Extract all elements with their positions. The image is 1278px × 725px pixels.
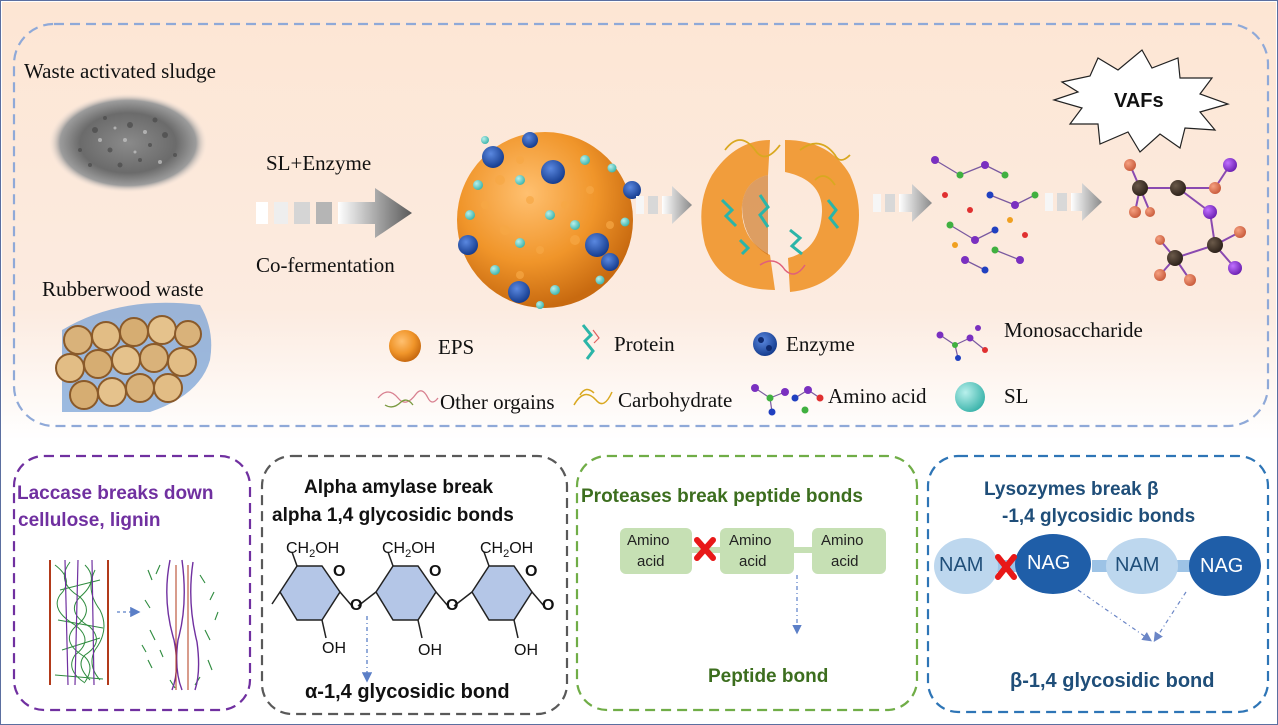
step-arrow-2 [873, 184, 932, 222]
amylase-ring-oxygen-1: O [333, 563, 346, 580]
legend-sl-icon [955, 382, 985, 412]
amylase-ring-oxygen-3: O [525, 563, 538, 580]
amylase-hydroxyl-2: OH [418, 642, 442, 659]
laccase-title-line1: Laccase breaks down [17, 483, 214, 504]
legend-monosaccharide-icon [936, 325, 988, 361]
legend-protein-label: Protein [614, 332, 675, 356]
amylase-hydroxyl-1: OH [322, 640, 346, 657]
rubberwood-label: Rubberwood waste [42, 277, 204, 301]
amylase-group-3: CH2OH [480, 540, 534, 561]
legend-carbohydrate-icon [573, 388, 613, 406]
legend-eps-label: EPS [438, 335, 475, 359]
sludge-label: Waste activated sludge [24, 59, 216, 83]
step-arrow-3 [1045, 183, 1102, 221]
legend-eps-icon [389, 330, 421, 362]
broken-eps-ring [701, 139, 859, 292]
nam-label-2: NAM [1115, 554, 1160, 576]
amino-acid-box-1 [620, 528, 692, 574]
sludge-image [48, 93, 208, 193]
amylase-title-line1: Alpha amylase break [304, 477, 494, 498]
amino-acid-1-line1: Amino [627, 532, 670, 549]
legend-sl-label: SL [1004, 384, 1029, 408]
monomer-cluster [931, 156, 1039, 274]
amylase-bridge-oxygen-1: O [350, 597, 363, 614]
amylase-panel-border [260, 454, 569, 716]
lysozyme-cut-mark [995, 554, 1017, 580]
nam-bead-2 [1106, 538, 1178, 594]
nag-label-2: NAG [1200, 555, 1244, 577]
peptide-link-2 [794, 547, 812, 553]
process-bottom-label: Co-fermentation [256, 253, 395, 277]
laccase-title-line2: cellulose, lignin [18, 510, 161, 531]
amylase-title-line2: alpha 1,4 glycosidic bonds [272, 505, 514, 526]
amylase-hydroxyl-3: OH [514, 642, 538, 659]
process-arrow [256, 188, 412, 238]
legend-monosaccharide-label: Monosaccharide [1004, 318, 1143, 342]
amylase-group-1: CH2OH [286, 540, 340, 561]
legend-enzyme-icon [753, 332, 777, 356]
legend-other-organics-icon [377, 390, 439, 408]
laccase-fiber-before [49, 559, 109, 686]
top-panel-border [12, 22, 1270, 428]
eps-sphere [457, 132, 641, 309]
amino-acid-2-line2: acid [739, 553, 767, 570]
nam-label-1: NAM [939, 554, 984, 576]
legend-enzyme-label: Enzyme [786, 332, 855, 356]
nag-bead-2 [1189, 536, 1261, 596]
nag-label-1: NAG [1027, 552, 1071, 574]
protease-title: Proteases break peptide bonds [581, 486, 863, 507]
protease-panel-border [575, 454, 919, 712]
lysozyme-bond-label: β-1,4 glycosidic bond [1010, 670, 1215, 692]
laccase-panel-border [12, 454, 252, 712]
vafs-label: VAFs [1114, 90, 1164, 112]
vafs-starburst [1051, 49, 1230, 153]
legend-amino-acid-label: Amino acid [828, 384, 927, 408]
amylase-end-oxygen: O [542, 597, 555, 614]
amylase-bridge-oxygen-2: O [446, 597, 459, 614]
amino-acid-box-2 [720, 528, 794, 574]
amylase-ring-oxygen-2: O [429, 563, 442, 580]
amylase-glucose-chain [271, 551, 545, 639]
amino-acid-1-line2: acid [637, 553, 665, 570]
amino-acid-3-line1: Amino [821, 532, 864, 549]
nag-bead-1 [1015, 534, 1091, 594]
amino-acid-2-line1: Amino [729, 532, 772, 549]
legend-amino-acid-icon [751, 384, 824, 416]
vaf-molecule [1124, 158, 1246, 286]
amino-acid-box-3 [812, 528, 886, 574]
lysozyme-title-line1: Lysozymes break β [984, 479, 1159, 500]
legend-other-organics-label: Other orgains [440, 390, 555, 414]
protease-cut-mark [694, 537, 716, 561]
legend-protein-icon [581, 324, 600, 360]
step-arrow-1 [636, 186, 692, 224]
amylase-group-2: CH2OH [382, 540, 436, 561]
lysozyme-title-line2: -1,4 glycosidic bonds [1002, 506, 1196, 527]
lysozyme-arrows [1077, 589, 1187, 643]
rubberwood-image [55, 302, 212, 412]
amino-acid-3-line2: acid [831, 553, 859, 570]
lysozyme-panel-border [926, 454, 1270, 714]
process-top-label: SL+Enzyme [266, 151, 372, 175]
nam-bead-1 [934, 538, 998, 594]
amylase-bond-label: α-1,4 glycosidic bond [305, 681, 510, 703]
legend-carbohydrate-label: Carbohydrate [618, 388, 733, 412]
laccase-fiber-after [141, 559, 219, 691]
peptide-bond-label: Peptide bond [708, 666, 829, 687]
